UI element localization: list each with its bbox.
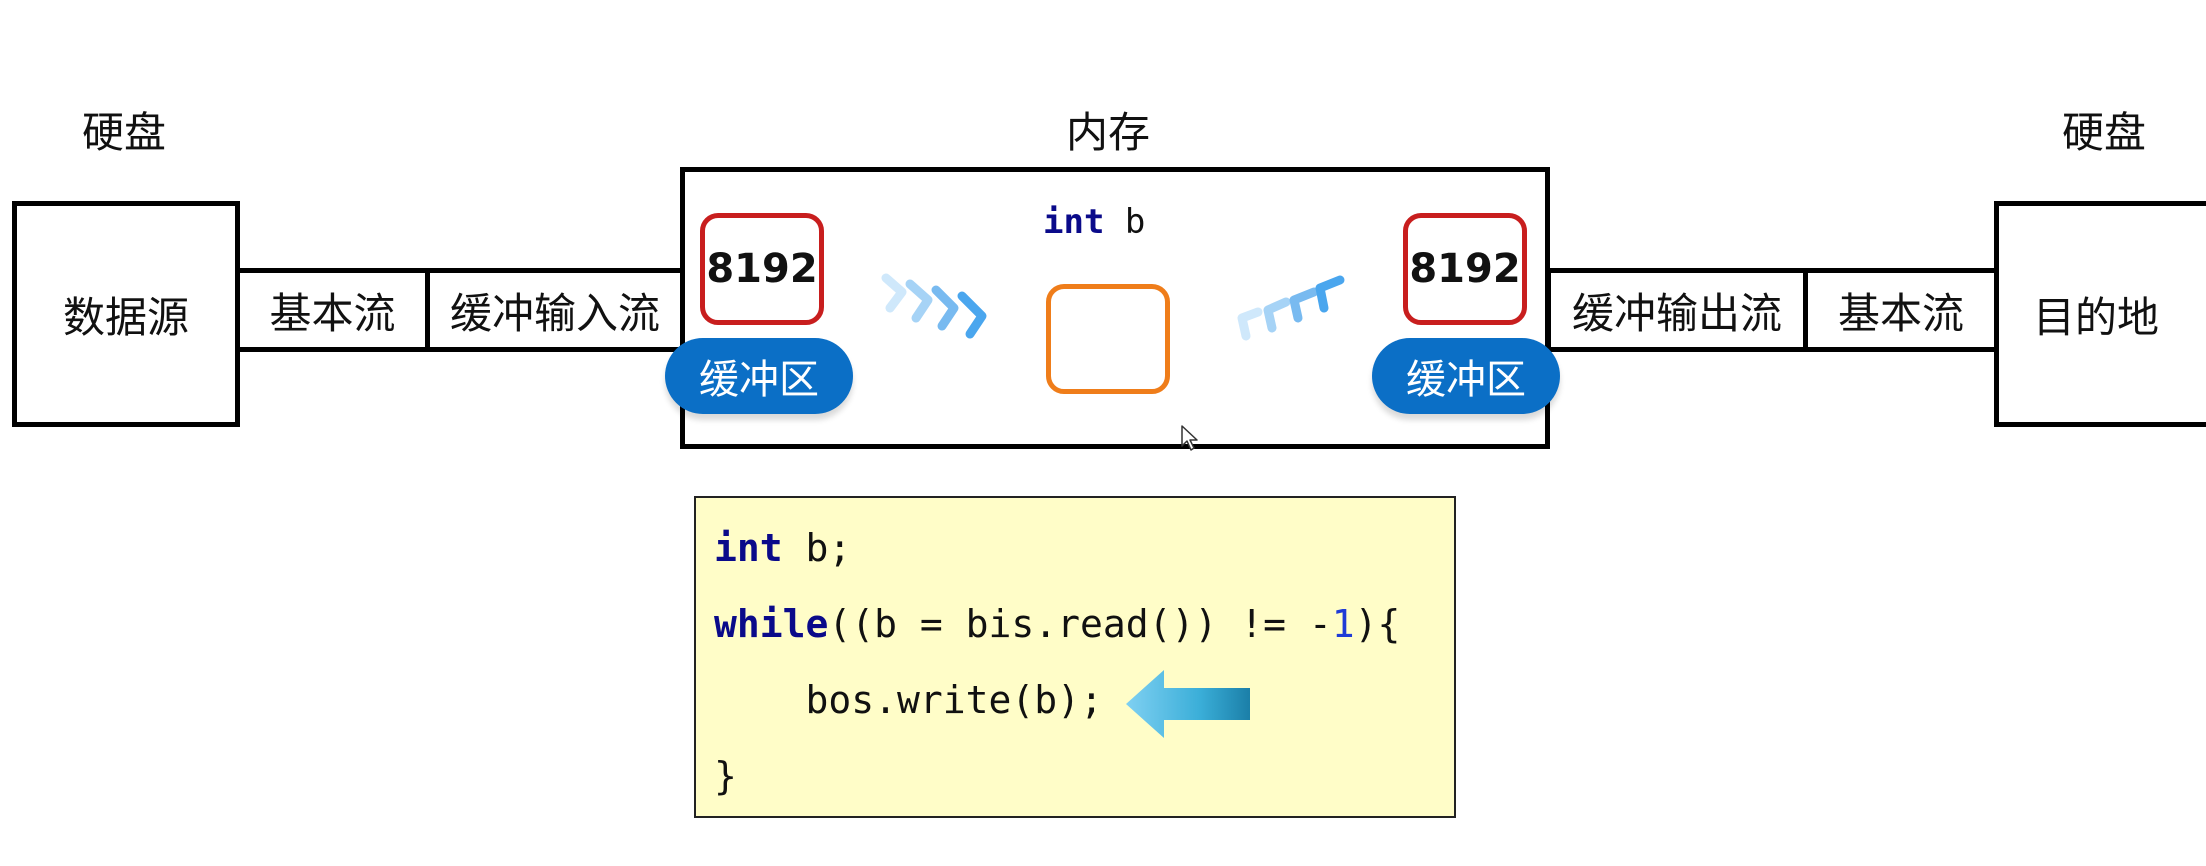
code-snippet-box: int b; while((b = bis.read()) != -1){ bo… <box>694 496 1456 818</box>
right-disk-label: 硬盘 <box>2062 108 2147 157</box>
left-disk-label: 硬盘 <box>82 108 167 157</box>
left-chevron-arrows-icon <box>881 273 987 339</box>
code-keyword-int: int <box>714 526 783 570</box>
buffered-input-stream-text: 缓冲输入流 <box>449 288 660 338</box>
variable-b-box <box>1046 284 1170 394</box>
right-basic-stream-box: 基本流 <box>1803 268 1999 352</box>
data-source-text: 数据源 <box>62 292 189 342</box>
right-chevron-arrows-icon <box>1237 275 1345 341</box>
right-buffer-label: 缓冲区 <box>1372 338 1560 414</box>
destination-text: 目的地 <box>2033 292 2160 342</box>
right-basic-stream-text: 基本流 <box>1837 288 1964 338</box>
left-basic-stream-box: 基本流 <box>235 268 430 352</box>
code-text: b; <box>782 526 852 570</box>
code-number: 1 <box>1331 602 1355 646</box>
left-basic-stream-text: 基本流 <box>269 288 396 338</box>
code-line-4: } <box>714 754 737 798</box>
code-line-3: bos.write(b); <box>714 678 1103 722</box>
buffered-output-stream-box: 缓冲输出流 <box>1546 268 1808 352</box>
left-buffer-label: 缓冲区 <box>665 338 853 414</box>
data-source-box: 数据源 <box>12 201 240 427</box>
variable-name: b <box>1124 202 1146 242</box>
code-text: ((b = bis.read()) != - <box>828 602 1332 646</box>
variable-type: int <box>1043 202 1105 242</box>
code-keyword-while: while <box>714 602 829 646</box>
right-buffer-size: 8192 <box>1403 213 1527 325</box>
pointer-left-arrow-icon <box>1126 670 1250 738</box>
buffered-output-stream-text: 缓冲输出流 <box>1571 288 1782 338</box>
destination-box: 目的地 <box>1994 201 2206 427</box>
variable-label: int b <box>1043 202 1145 242</box>
code-text: ){ <box>1354 602 1401 646</box>
mouse-cursor-icon <box>1181 425 1198 451</box>
memory-label: 内存 <box>1066 108 1151 157</box>
buffered-input-stream-box: 缓冲输入流 <box>425 268 685 352</box>
code-line-2: while((b = bis.read()) != -1){ <box>714 602 1400 646</box>
left-buffer-size: 8192 <box>700 213 824 325</box>
code-line-1: int b; <box>714 526 851 570</box>
